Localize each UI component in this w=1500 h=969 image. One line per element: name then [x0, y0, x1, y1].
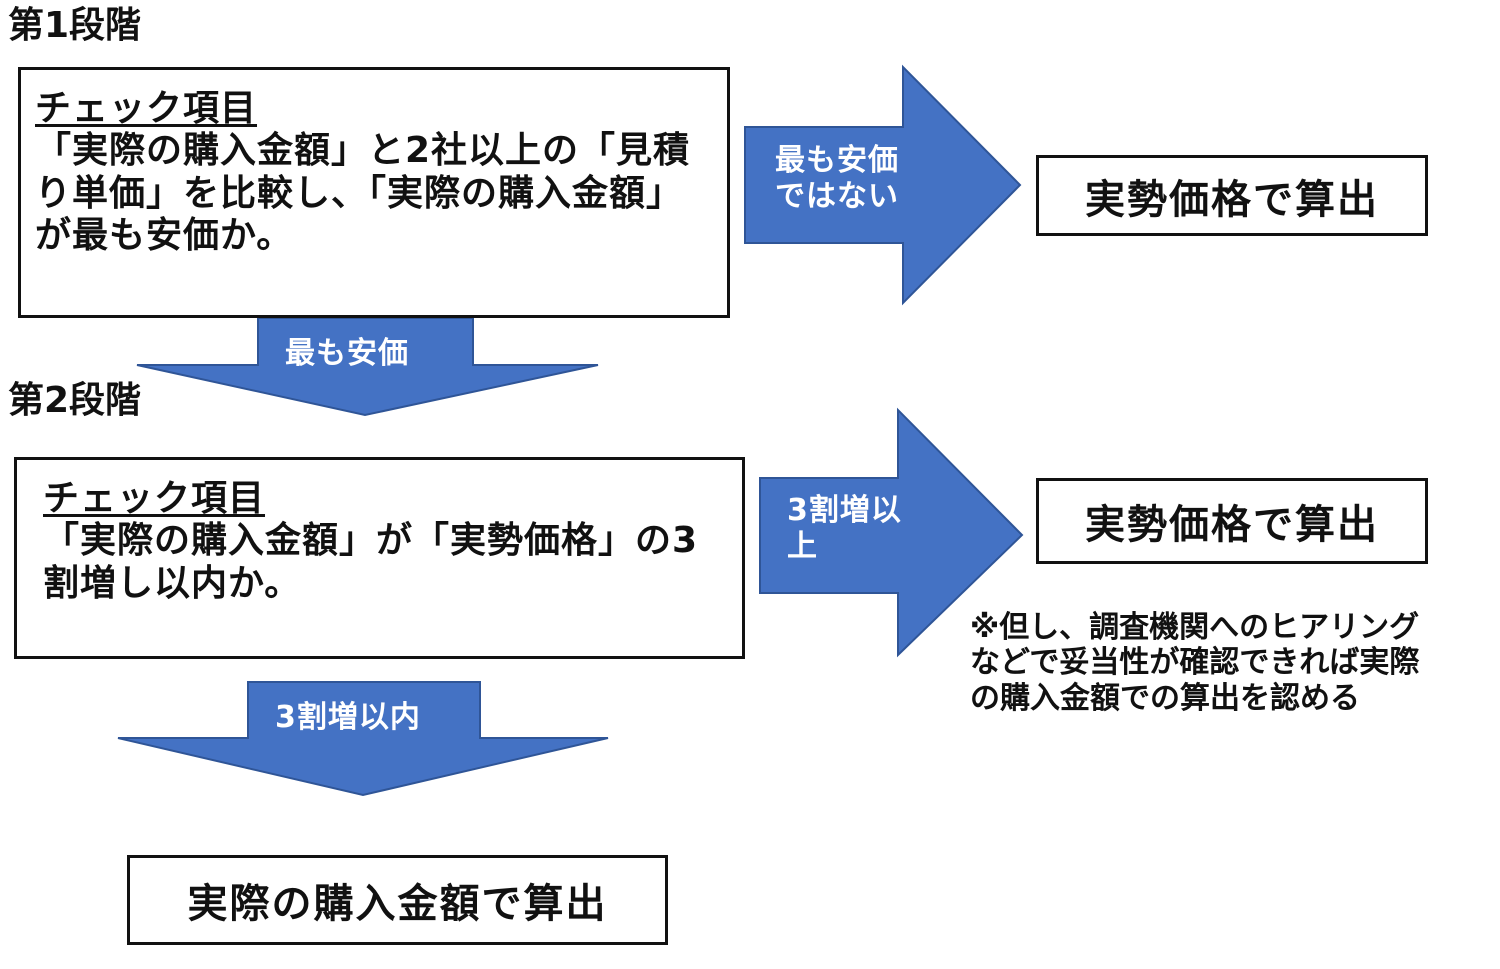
stage1-check-box: チェック項目 「実際の購入金額」と2社以上の「見積 り単価」を比較し、「実際の購…	[18, 67, 730, 318]
stage2-right-arrow	[759, 407, 1024, 658]
stage1-title: 第1段階	[8, 5, 142, 46]
stage2-yes-result-box: 実際の購入金額で算出	[127, 855, 668, 945]
stage1-check-line: り単価」を比較し、「実際の購入金額」	[35, 172, 684, 214]
stage1-no-label-line: ではない	[775, 179, 899, 214]
stage2-no-label: 3割増以 上	[787, 493, 902, 565]
stage1-no-result: 実勢価格で算出	[1085, 176, 1379, 223]
stage1-down-arrow	[136, 317, 599, 417]
stage2-check-text: チェック項目 「実際の購入金額」が「実勢価格」の3 割増し以内か。	[43, 478, 733, 605]
stage1-check-heading: チェック項目	[35, 88, 258, 129]
stage2-check-line: 割増し以内か。	[43, 562, 302, 604]
stage2-note-line: ※但し、調査機関へのヒアリング	[970, 610, 1420, 645]
stage1-check-line: 「実際の購入金額」と2社以上の「見積	[35, 130, 691, 172]
stage1-right-arrow	[744, 64, 1022, 306]
stage1-check-text: チェック項目 「実際の購入金額」と2社以上の「見積 り単価」を比較し、「実際の購…	[35, 88, 725, 258]
stage2-no-label-line: 上	[787, 529, 818, 564]
stage2-no-label-line: 3割増以	[787, 493, 902, 528]
stage2-note-line: の購入金額での算出を認める	[970, 680, 1360, 716]
stage1-yes-label: 最も安価	[285, 336, 409, 371]
stage2-check-heading: チェック項目	[43, 478, 266, 519]
stage1-no-label-line: 最も安価	[775, 143, 899, 178]
stage2-yes-result: 実際の購入金額で算出	[187, 881, 608, 927]
stage2-down-arrow	[117, 681, 609, 797]
stage2-title: 第2段階	[8, 380, 142, 421]
stage2-note: ※但し、調査機関へのヒアリング などで妥当性が確認できれば実際 の購入金額での算…	[970, 610, 1490, 716]
stage1-check-line: が最も安価か。	[35, 215, 294, 257]
stage1-no-label: 最も安価 ではない	[775, 143, 899, 215]
stage2-no-result: 実勢価格で算出	[1085, 502, 1379, 548]
stage2-check-line: 「実際の購入金額」が「実勢価格」の3	[43, 520, 699, 562]
stage2-check-box: チェック項目 「実際の購入金額」が「実勢価格」の3 割増し以内か。	[14, 457, 745, 659]
stage1-no-result-box: 実勢価格で算出	[1036, 155, 1428, 236]
stage2-note-line: などで妥当性が確認できれば実際	[970, 645, 1420, 681]
stage2-no-result-box: 実勢価格で算出	[1036, 478, 1428, 564]
stage2-yes-label: 3割増以内	[275, 700, 421, 735]
